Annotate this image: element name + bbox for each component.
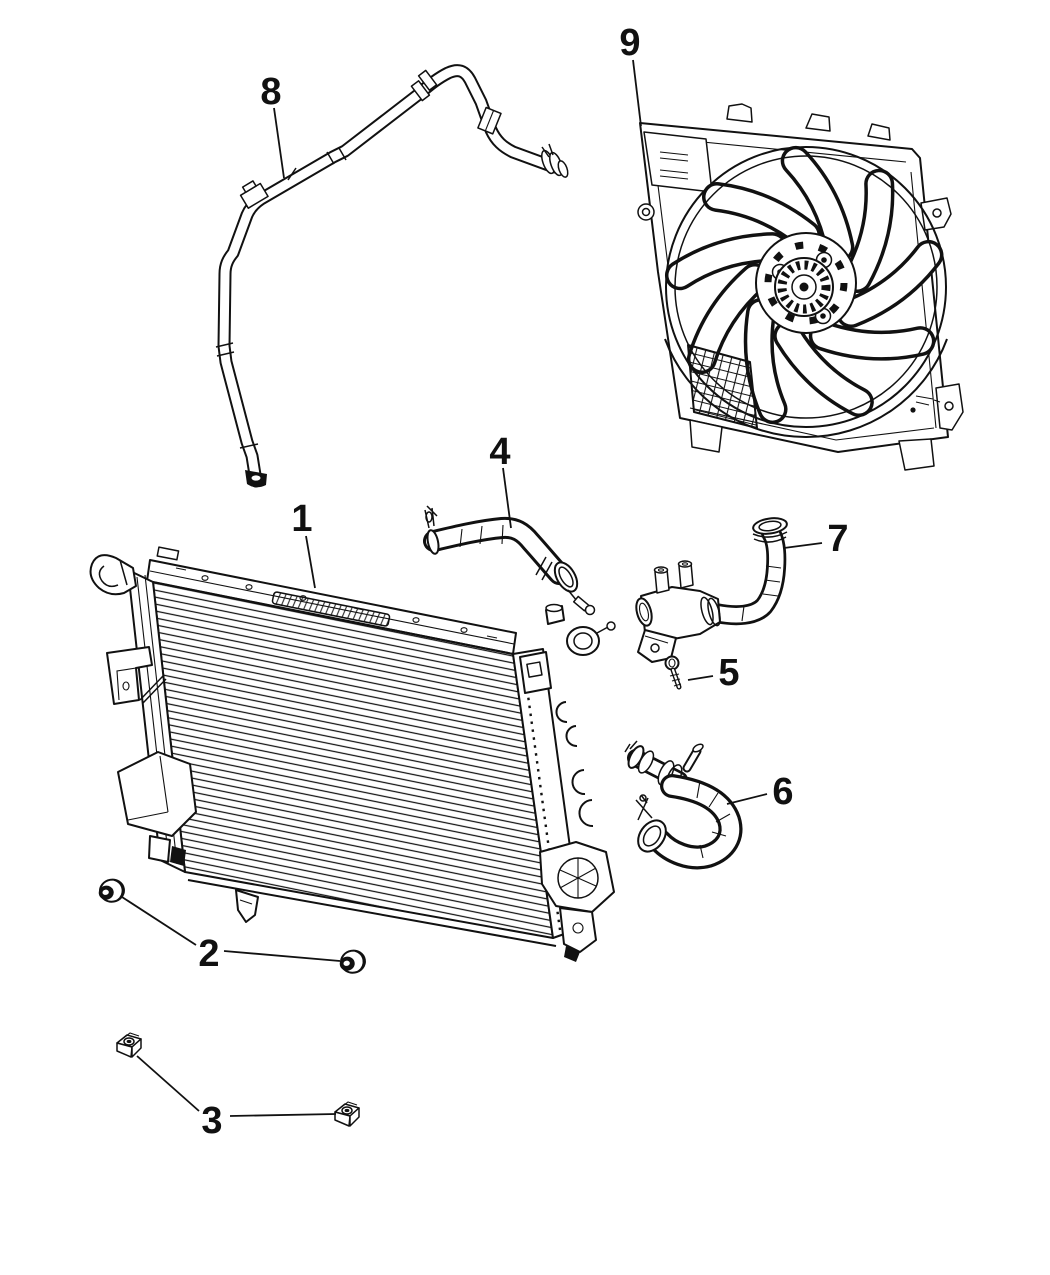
screw-5-illustration xyxy=(664,655,682,690)
callout-5-leader xyxy=(687,675,714,681)
coolant-hose-8-illustration xyxy=(215,64,569,488)
callout-2-label[interactable]: 2 xyxy=(198,933,219,975)
callout-5-label[interactable]: 5 xyxy=(718,652,739,694)
callout-7: 7 xyxy=(783,518,849,560)
callout-4-leader xyxy=(502,467,512,529)
hose8-clamp xyxy=(410,69,438,102)
fan-shroud-mesh xyxy=(687,344,758,429)
callout-8-label[interactable]: 8 xyxy=(260,71,281,113)
radiator-left-brackets xyxy=(89,554,259,923)
hose8-clamp-2 xyxy=(477,106,502,135)
fan-ring-inner xyxy=(674,155,938,419)
callout-1: 1 xyxy=(291,498,316,589)
callout-1-label[interactable]: 1 xyxy=(291,498,312,540)
callout-7-leader xyxy=(783,542,823,549)
lower-hose-6-illustration xyxy=(624,740,743,870)
callout-6-leader xyxy=(726,793,768,805)
outlet-hose-7-illustration xyxy=(635,517,788,663)
callout-3-label[interactable]: 3 xyxy=(201,1100,222,1142)
callout-3-leader-b xyxy=(229,1113,337,1117)
callout-8-leader xyxy=(273,107,285,179)
fan-hub xyxy=(755,232,857,334)
callout-7-label[interactable]: 7 xyxy=(827,518,848,560)
fan-ring-outer xyxy=(665,146,947,428)
radiator-right-brackets xyxy=(519,603,616,962)
radiator-1-illustration xyxy=(89,546,616,962)
callout-3: 3 xyxy=(136,1055,337,1142)
callout-6: 6 xyxy=(726,771,794,813)
callout-1-leader xyxy=(305,535,316,589)
callout-8: 8 xyxy=(260,71,285,179)
callout-5: 5 xyxy=(687,652,740,694)
hose6-wire-clamp xyxy=(635,794,653,821)
callout-6-label[interactable]: 6 xyxy=(772,771,793,813)
callout-3-leader-a xyxy=(136,1055,200,1112)
callout-2: 2 xyxy=(121,896,341,975)
callout-9-label[interactable]: 9 xyxy=(619,22,640,64)
callout-2-leader-b xyxy=(223,950,341,962)
hose4-clamp-screw xyxy=(567,589,596,616)
fan-module-9-illustration xyxy=(637,103,964,471)
callout-4-label[interactable]: 4 xyxy=(489,431,510,473)
callout-2-leader-a xyxy=(121,896,197,946)
callout-9: 9 xyxy=(619,22,642,127)
upper-hose-4-illustration xyxy=(423,505,596,616)
hose8-spring-clamp xyxy=(541,143,569,178)
hose7-bracket xyxy=(637,629,677,663)
hose8-connector xyxy=(239,180,269,209)
callout-9-leader xyxy=(632,59,642,127)
hose4-spring-clamp xyxy=(424,505,438,529)
callout-4: 4 xyxy=(489,431,512,529)
